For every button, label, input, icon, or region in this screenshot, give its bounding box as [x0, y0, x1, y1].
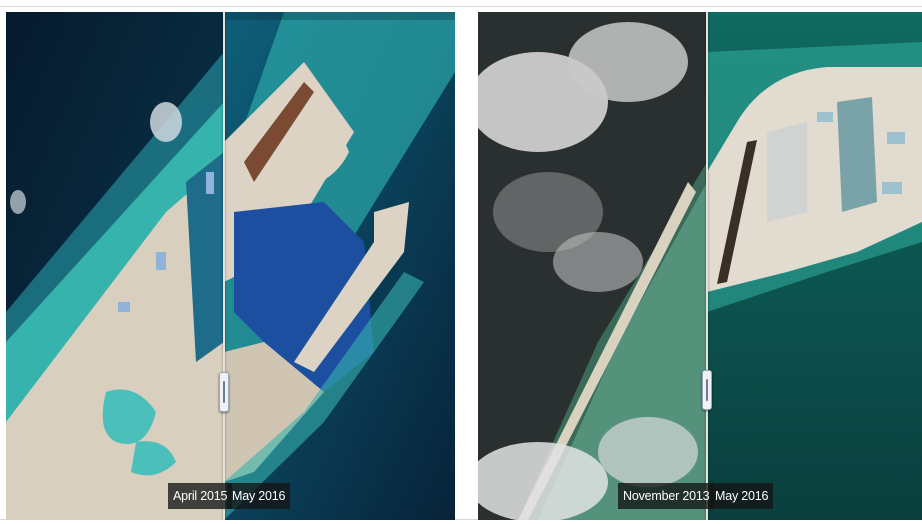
satellite-image-after-2 [707, 12, 922, 520]
date-label-after-1: May 2016 [227, 483, 291, 509]
date-label-after-2: May 2016 [710, 483, 774, 509]
date-label-before-2: November 2013 [618, 483, 715, 509]
comparison-slider-1[interactable]: April 2015 May 2016 [6, 12, 455, 520]
satellite-image-after-1 [224, 12, 455, 520]
image-frame [0, 6, 922, 520]
satellite-image-before-1 [6, 12, 224, 520]
date-label-before-1: April 2015 [168, 483, 233, 509]
comparison-divider-1[interactable] [223, 12, 225, 520]
grip-handle-icon[interactable] [219, 372, 229, 412]
satellite-image-before-2 [478, 12, 707, 520]
comparison-slider-2[interactable]: November 2013 May 2016 [478, 12, 922, 520]
comparison-divider-2[interactable] [706, 12, 708, 520]
grip-handle-icon[interactable] [702, 370, 712, 410]
